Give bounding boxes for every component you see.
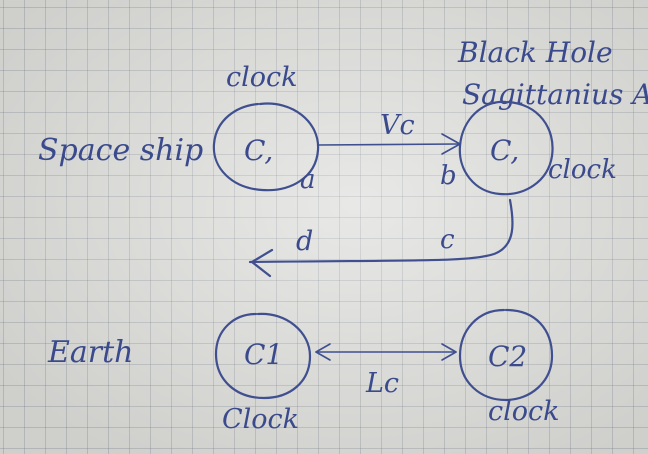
black-hole-name: Sagittanius A bbox=[462, 78, 648, 111]
earth-clock-right-symbol: C2 bbox=[488, 340, 527, 373]
earth-label: Earth bbox=[47, 335, 134, 370]
spaceship-label: Space ship bbox=[38, 133, 203, 168]
return-path bbox=[248, 198, 514, 264]
velocity-label: Vc bbox=[380, 110, 415, 141]
distance-label: Lc bbox=[365, 368, 399, 399]
spaceship-clock-right-caption: clock bbox=[548, 155, 617, 185]
distance-arrowhead-left bbox=[315, 343, 331, 361]
earth-clock-right-caption: clock bbox=[488, 396, 560, 427]
distance-arrowhead-right bbox=[441, 343, 457, 361]
point-a-label: a bbox=[300, 165, 316, 195]
spaceship-clock-left-symbol: C, bbox=[244, 134, 273, 167]
earth-clock-left-caption: Clock bbox=[222, 404, 299, 435]
earth-clock-left-symbol: C1 bbox=[244, 338, 283, 371]
velocity-arrow bbox=[317, 143, 459, 146]
spaceship-clock-right-circle bbox=[458, 100, 554, 196]
spaceship-clock-right-symbol: C, bbox=[490, 134, 519, 167]
earth-clock-right-circle bbox=[458, 308, 554, 402]
return-arrowhead bbox=[250, 248, 274, 278]
point-d-label: d bbox=[296, 226, 313, 257]
point-b-label: b bbox=[440, 161, 457, 191]
point-c-label: c bbox=[440, 225, 455, 255]
spaceship-clock-left-circle bbox=[212, 102, 320, 192]
earth-clock-left-circle bbox=[214, 312, 312, 400]
black-hole-title: Black Hole bbox=[457, 36, 613, 69]
spaceship-clock-left-caption: clock bbox=[226, 62, 298, 93]
